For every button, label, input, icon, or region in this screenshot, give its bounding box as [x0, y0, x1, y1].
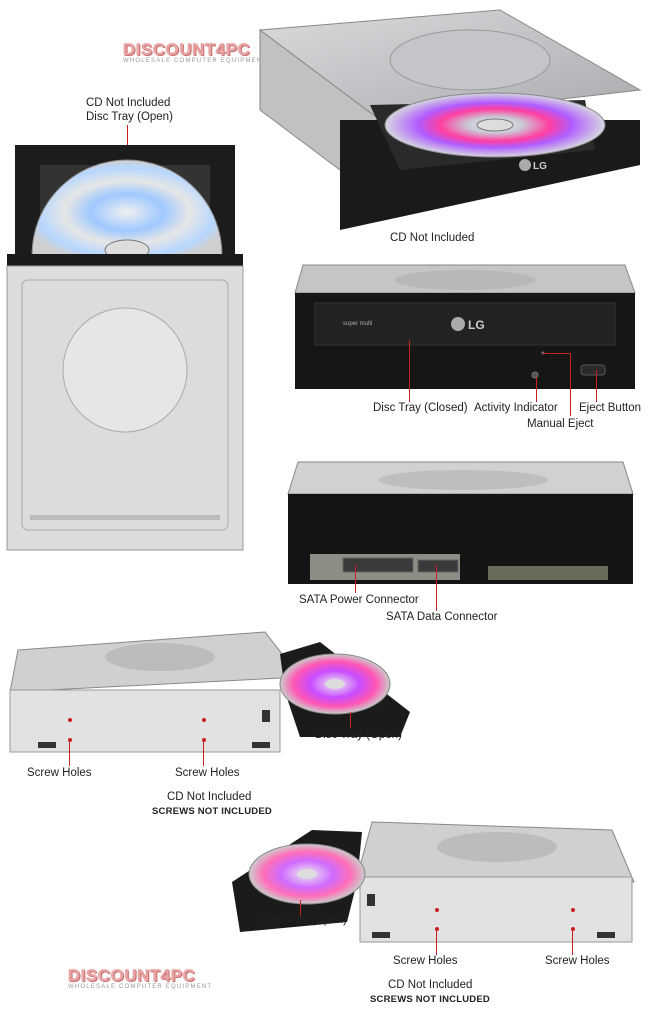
cd-not-included-top-right: CD Not Included [390, 232, 475, 244]
callout-line-manual-eject-v [570, 353, 571, 416]
callout-line-sata-power [355, 565, 356, 593]
disc-tray-open-mid-label: Disc Tray (Open) [315, 729, 402, 741]
screw-hole-dot [435, 927, 439, 931]
sata-data-label: SATA Data Connector [386, 611, 498, 623]
screws-not-included-bottom: SCREWS NOT INCLUDED [370, 994, 490, 1005]
drive-photo-rear [287, 461, 634, 587]
drive-side-2-illustration [232, 821, 635, 943]
lg-badge-front: LG [468, 318, 485, 332]
brand-logo-tagline: WHOLESALE COMPUTER EQUIPMENT [68, 984, 213, 990]
manual-eject-label: Manual Eject [527, 418, 594, 430]
brand-logo-text: DISCOUNT4PC [123, 40, 251, 59]
drive-photo-side-1 [0, 631, 410, 762]
brand-logo-top: DISCOUNT4PC WHOLESALE COMPUTER EQUIPMENT [123, 40, 267, 64]
screw-hole-dot [68, 718, 72, 722]
drive-photo-top-right: LG [240, 0, 650, 230]
brand-logo-text: DISCOUNT4PC [68, 966, 196, 985]
callout-line-screw-4 [572, 931, 573, 955]
lg-badge-top-right: LG [533, 161, 547, 172]
callout-line-tray-open-mid [350, 712, 351, 728]
drive-top-left-illustration [6, 145, 244, 551]
callout-line-screw-3 [436, 931, 437, 955]
drive-photo-front-bezel: LG super multi [294, 264, 636, 395]
screw-hole-dot [571, 908, 575, 912]
disc-tray-open-bottom-label: Disc Tray (Open) [260, 914, 347, 926]
drive-side-1-illustration [9, 631, 410, 753]
drive-rear-illustration [287, 461, 634, 584]
super-multi-badge-front: super multi [343, 321, 372, 327]
eject-button-label: Eject Button [579, 402, 642, 414]
screw-hole-dot [68, 738, 72, 742]
brand-logo-tagline: WHOLESALE COMPUTER EQUIPMENT [123, 58, 268, 64]
sata-power-label: SATA Power Connector [299, 594, 419, 606]
screw-holes-label-2: Screw Holes [175, 767, 240, 779]
callout-line-activity [536, 377, 537, 402]
callout-line-eject [596, 370, 597, 402]
callout-line-manual-eject-h [542, 353, 570, 354]
drive-front-bezel-illustration: LG super multi [294, 264, 636, 389]
screw-hole-dot [202, 738, 206, 742]
callout-line-sata-data [436, 565, 437, 611]
screw-hole-dot [571, 927, 575, 931]
callout-line-screw-1 [69, 742, 70, 766]
drive-top-right-illustration: LG [258, 9, 642, 230]
cd-not-included-mid: CD Not Included [167, 791, 252, 803]
disc-tray-open-top-left: Disc Tray (Open) [86, 111, 173, 123]
activity-indicator-label: Activity Indicator [474, 402, 558, 414]
drive-photo-side-2 [232, 821, 642, 952]
screw-holes-label-3: Screw Holes [393, 955, 458, 967]
brand-logo-bottom: DISCOUNT4PC WHOLESALE COMPUTER EQUIPMENT [68, 966, 212, 990]
cd-not-included-bottom: CD Not Included [388, 979, 473, 991]
screw-hole-dot [202, 718, 206, 722]
cd-not-included-top-left: CD Not Included [86, 97, 171, 109]
callout-line-tray-open-bottom [300, 900, 301, 916]
screw-holes-label-1: Screw Holes [27, 767, 92, 779]
screws-not-included-mid: SCREWS NOT INCLUDED [152, 806, 272, 817]
disc-tray-closed-label: Disc Tray (Closed) [373, 402, 468, 414]
callout-line-screw-2 [203, 742, 204, 766]
drive-photo-top-left [0, 140, 245, 560]
screw-holes-label-4: Screw Holes [545, 955, 610, 967]
callout-line-tray-top-left [127, 125, 128, 163]
callout-line-tray-closed [409, 340, 410, 402]
screw-hole-dot [435, 908, 439, 912]
